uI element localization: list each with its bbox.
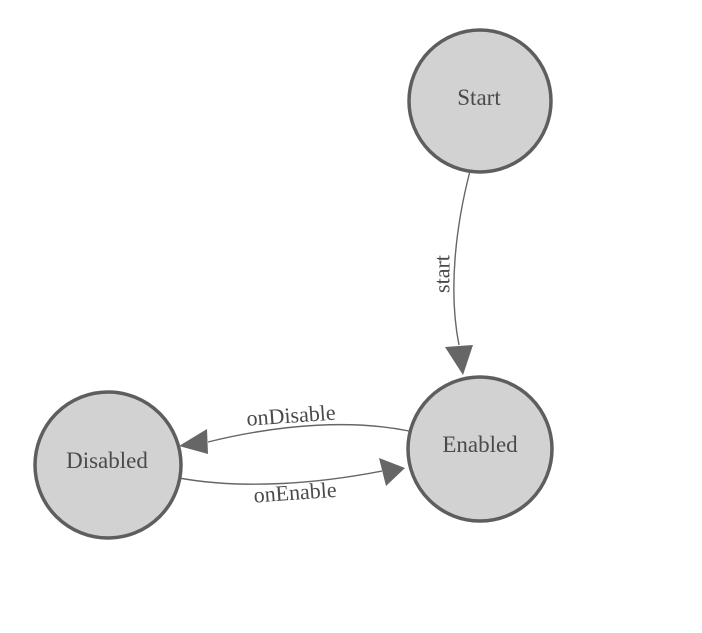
node-enabled: Enabled bbox=[406, 375, 554, 523]
node-enabled-circle bbox=[406, 375, 554, 523]
arrowhead-icon bbox=[379, 458, 405, 486]
edge-label-on-enable: onEnable bbox=[253, 477, 338, 508]
arrowhead-icon bbox=[179, 429, 208, 454]
edge-on-disable-line bbox=[207, 423, 410, 443]
node-disabled-circle bbox=[33, 390, 183, 540]
edge-label-start: start bbox=[430, 255, 455, 293]
edge-on-enable-transition: onEnable bbox=[178, 458, 405, 508]
arrowhead-icon bbox=[445, 345, 473, 375]
node-disabled: Disabled bbox=[33, 390, 183, 540]
node-start: Start bbox=[407, 28, 553, 174]
node-disabled-label: Disabled bbox=[66, 448, 148, 473]
edge-on-enable-line bbox=[178, 470, 383, 485]
node-enabled-label: Enabled bbox=[442, 432, 518, 457]
edge-start-line bbox=[453, 170, 471, 346]
edge-label-on-disable: onDisable bbox=[246, 400, 337, 431]
edge-start-transition: start bbox=[430, 170, 473, 375]
edge-on-disable-transition: onDisable bbox=[179, 400, 410, 454]
node-start-label: Start bbox=[457, 85, 501, 110]
node-start-circle bbox=[407, 28, 553, 174]
